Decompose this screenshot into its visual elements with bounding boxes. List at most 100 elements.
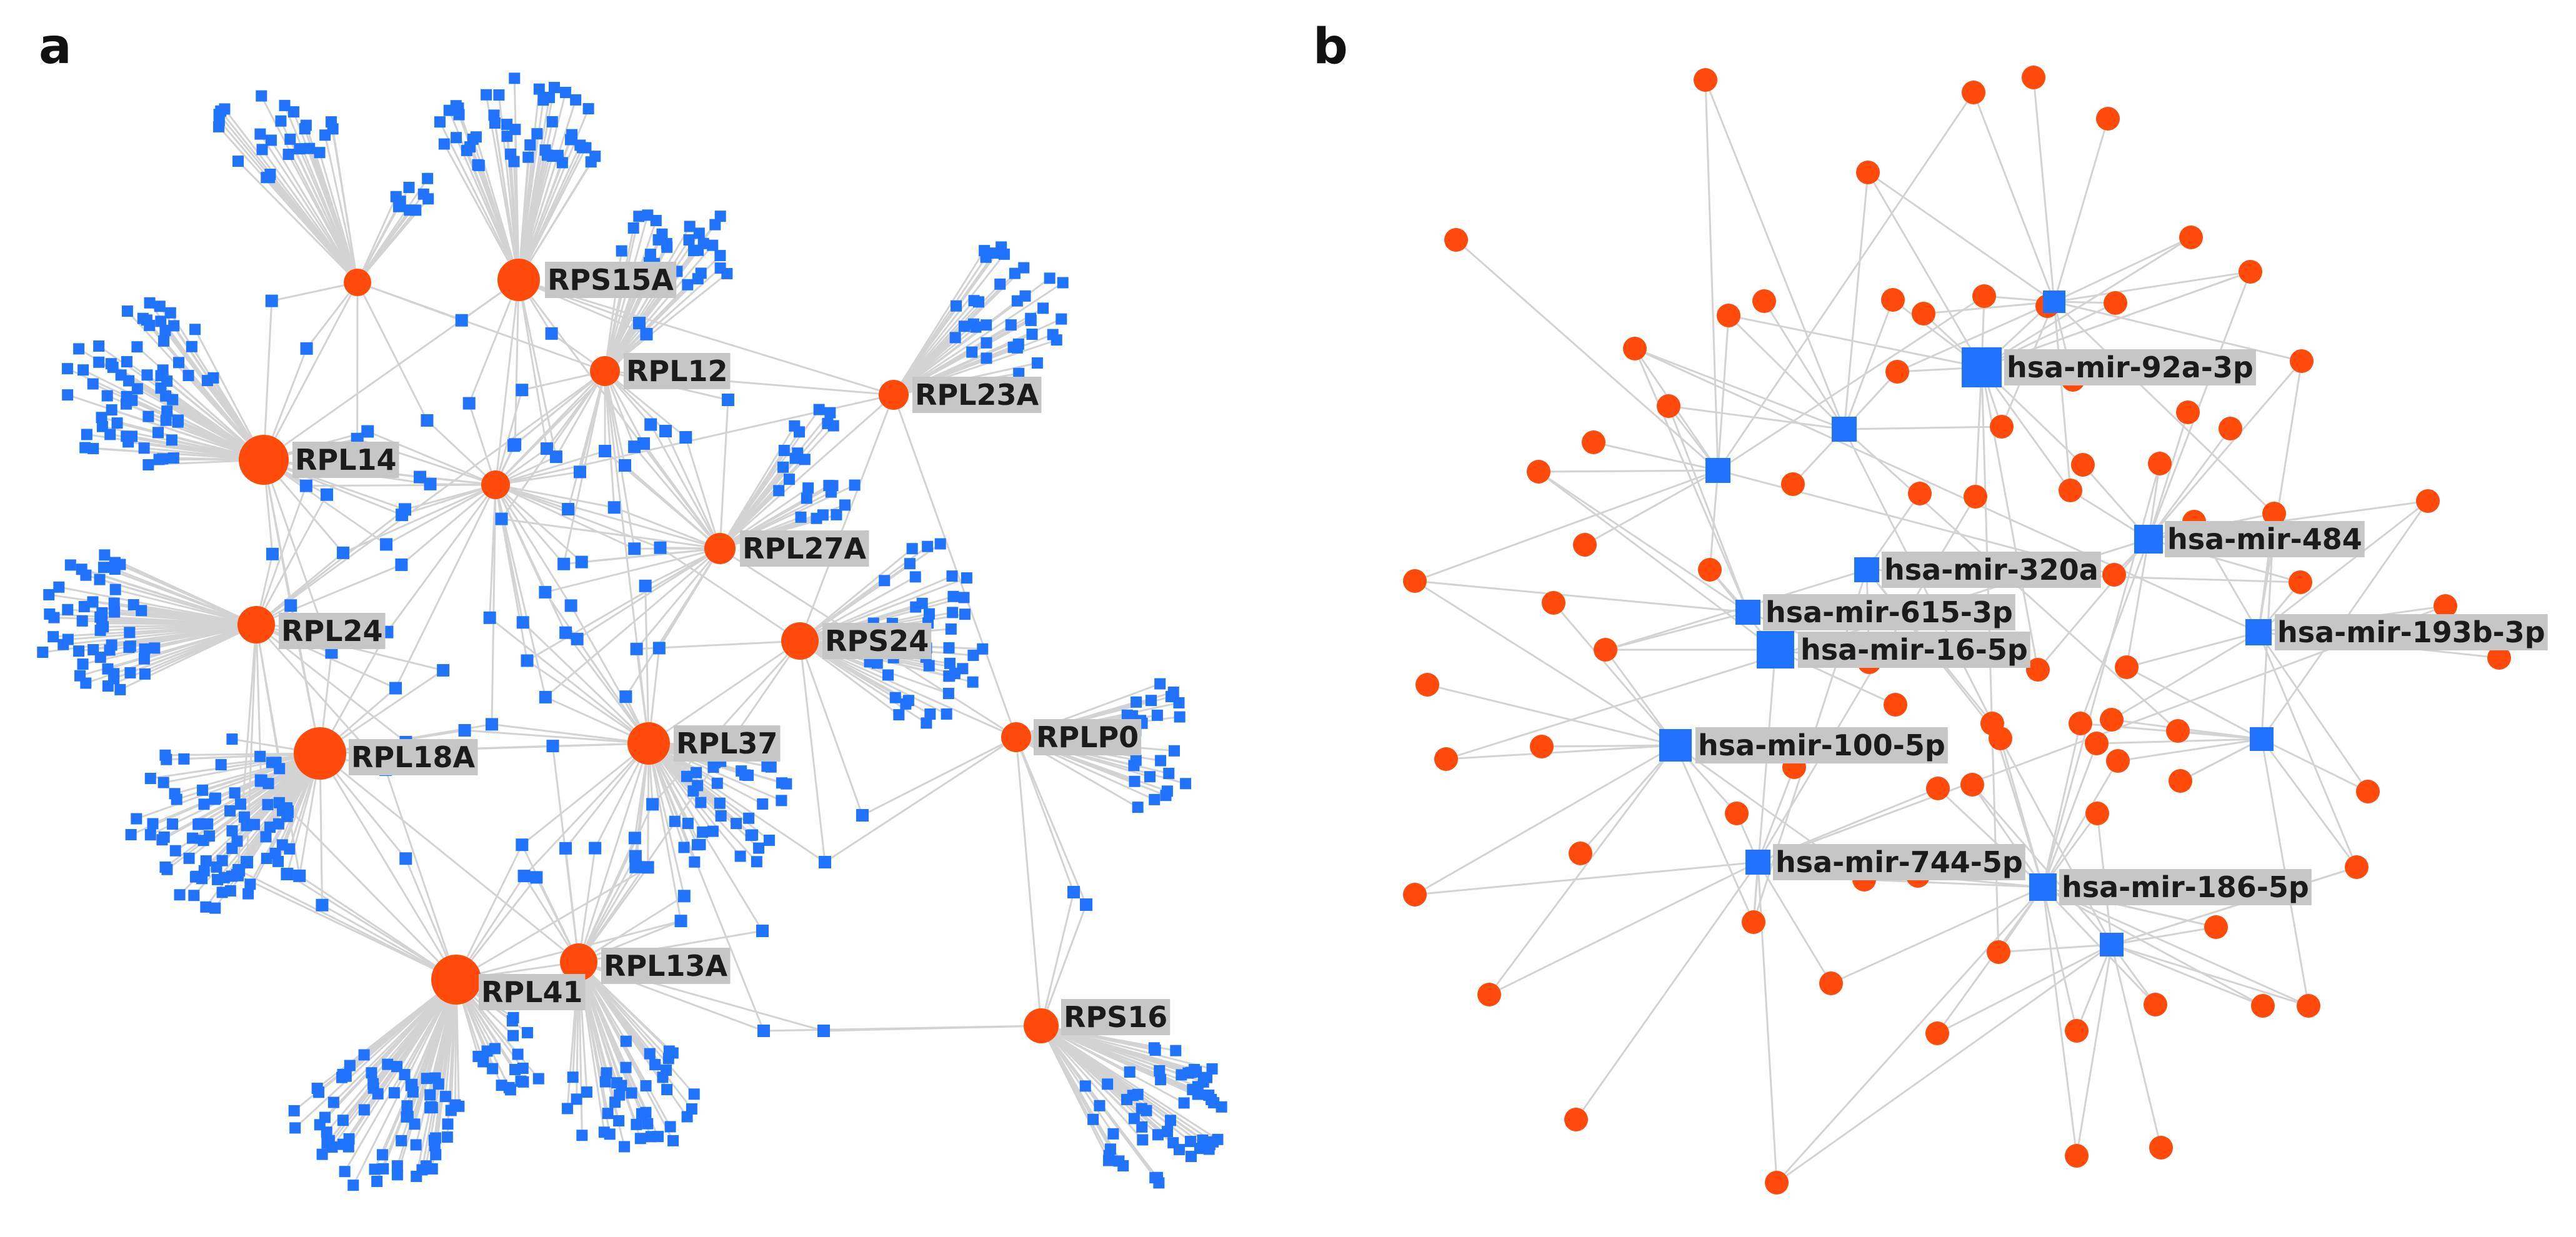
edge bbox=[1974, 367, 1983, 497]
mirna-label-background bbox=[2004, 349, 2256, 385]
gene-hub-node bbox=[781, 622, 819, 660]
gene-node bbox=[2176, 400, 2200, 424]
target-node bbox=[442, 1118, 454, 1130]
target-node bbox=[200, 855, 212, 867]
target-node bbox=[142, 410, 154, 422]
target-node bbox=[155, 315, 167, 327]
target-node bbox=[314, 147, 326, 159]
target-node bbox=[739, 769, 751, 781]
gene-node bbox=[1925, 1021, 1949, 1045]
edge bbox=[604, 370, 616, 508]
target-node bbox=[256, 90, 267, 102]
edge bbox=[546, 370, 606, 449]
hub-label: RPS15A bbox=[545, 262, 677, 298]
target-node bbox=[158, 831, 170, 843]
target-node bbox=[567, 1071, 579, 1083]
target-node bbox=[212, 873, 224, 885]
target-node bbox=[1056, 313, 1067, 325]
gene-node bbox=[1657, 394, 1680, 418]
target-node bbox=[691, 839, 703, 851]
edge bbox=[1041, 1025, 1199, 1088]
edge bbox=[2147, 360, 2303, 540]
target-node bbox=[493, 89, 505, 101]
gene-node bbox=[1926, 777, 1950, 800]
gene-hub-node bbox=[704, 533, 736, 564]
hub-label-background bbox=[292, 442, 399, 478]
target-node bbox=[1103, 1155, 1115, 1166]
target-node bbox=[434, 116, 446, 128]
target-node bbox=[106, 639, 117, 651]
target-node bbox=[430, 1149, 442, 1161]
edge bbox=[434, 979, 457, 1155]
target-node bbox=[504, 1084, 516, 1096]
edge bbox=[308, 148, 359, 283]
target-node bbox=[78, 600, 90, 612]
edge bbox=[319, 752, 579, 963]
gene-node bbox=[2096, 107, 2120, 131]
target-node bbox=[411, 1170, 422, 1182]
hub-label: RPS16 bbox=[1061, 999, 1171, 1035]
target-node bbox=[958, 592, 970, 604]
target-node bbox=[144, 319, 156, 331]
gene-node bbox=[2085, 802, 2109, 825]
target-node bbox=[372, 1088, 384, 1100]
target-node bbox=[707, 239, 719, 251]
target-node bbox=[73, 645, 85, 657]
target-node bbox=[62, 633, 74, 645]
mirna-label-background bbox=[2275, 614, 2548, 650]
target-node bbox=[652, 642, 666, 655]
target-node bbox=[967, 649, 979, 661]
edge bbox=[1541, 744, 1676, 748]
hub-label-background bbox=[822, 623, 932, 659]
target-node bbox=[1192, 1081, 1204, 1093]
target-node bbox=[1129, 775, 1141, 787]
gene-node bbox=[1403, 569, 1427, 593]
gene-node bbox=[1564, 1108, 1588, 1131]
target-node bbox=[1104, 1143, 1116, 1155]
target-node bbox=[410, 204, 422, 216]
edge bbox=[514, 279, 520, 445]
edge bbox=[2075, 944, 2113, 1031]
target-node bbox=[778, 444, 790, 456]
target-node bbox=[487, 1063, 499, 1075]
target-node bbox=[421, 1073, 432, 1085]
target-node bbox=[139, 668, 151, 680]
target-node bbox=[358, 1104, 370, 1116]
edge bbox=[1971, 784, 2044, 888]
target-node bbox=[626, 1087, 637, 1099]
edge bbox=[1015, 737, 1042, 1026]
edge bbox=[1923, 301, 2055, 315]
target-node bbox=[189, 324, 201, 335]
target-node bbox=[300, 342, 313, 355]
target-node bbox=[264, 822, 276, 833]
target-node bbox=[439, 1091, 451, 1103]
edge bbox=[495, 484, 721, 550]
target-node bbox=[677, 890, 691, 903]
edge bbox=[321, 904, 457, 981]
target-node bbox=[1037, 302, 1049, 314]
edge bbox=[256, 552, 344, 626]
hub-label: RPL14 bbox=[292, 442, 399, 478]
mirna-node bbox=[1832, 417, 1857, 442]
target-node bbox=[287, 106, 299, 118]
gene-node bbox=[1819, 971, 1843, 995]
target-node bbox=[37, 647, 49, 658]
gene-node bbox=[2148, 452, 2172, 475]
target-node bbox=[47, 631, 59, 643]
target-node bbox=[462, 397, 476, 410]
target-node bbox=[174, 889, 186, 901]
target-node bbox=[299, 123, 311, 135]
target-node bbox=[508, 156, 520, 167]
edge bbox=[492, 115, 520, 281]
edge bbox=[401, 484, 496, 516]
edge bbox=[426, 419, 497, 486]
target-node bbox=[1051, 334, 1062, 346]
target-node bbox=[488, 109, 500, 121]
target-node bbox=[127, 599, 139, 610]
edge bbox=[1414, 580, 1749, 614]
target-node bbox=[366, 1067, 377, 1079]
edge bbox=[1667, 405, 1749, 613]
hub-label: RPL27A bbox=[740, 530, 869, 567]
